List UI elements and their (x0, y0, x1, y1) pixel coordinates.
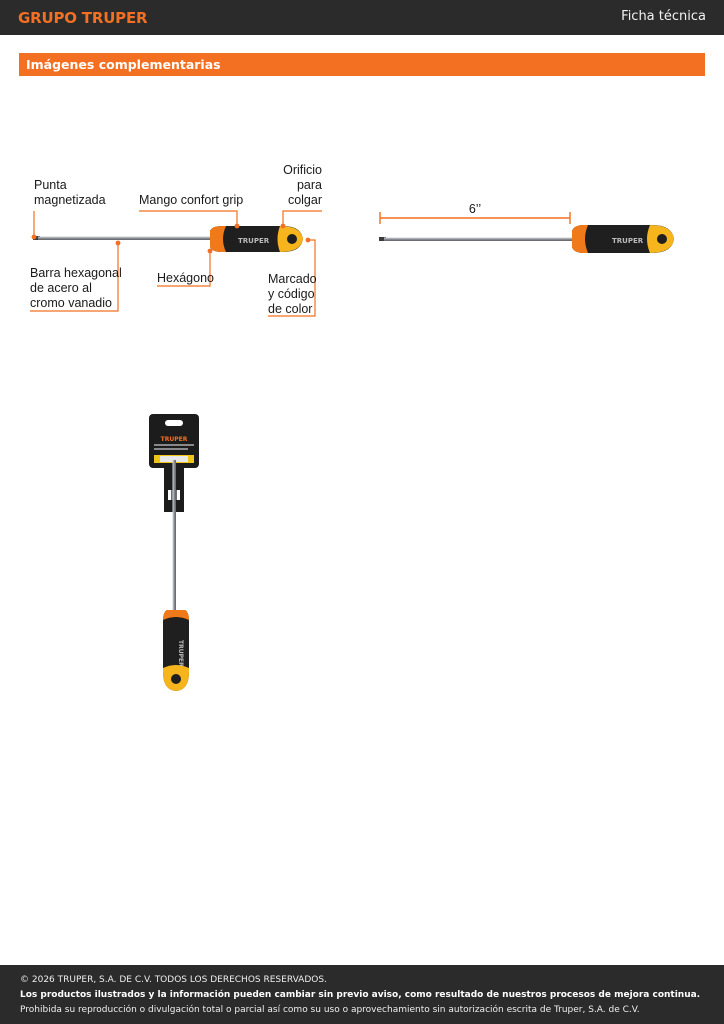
leader-mango (139, 210, 238, 226)
section-title: Imágenes complementarias (26, 57, 221, 72)
brand-logo: GRUPO TRUPER (18, 9, 148, 27)
label-orificio-3: colgar (288, 193, 322, 207)
leader-lines (30, 210, 322, 317)
dimension-label: 6’’ (469, 202, 481, 216)
footer-prohibition: Prohibida su reproducción o divulgación … (20, 1005, 640, 1015)
label-marcado-1: Marcado (268, 272, 317, 286)
dot-punta (31, 234, 37, 240)
label-barra-3: cromo vanadio (30, 296, 112, 310)
leader-orificio (282, 210, 322, 226)
screwdriver-shaft-2 (384, 237, 574, 241)
label-barra-2: de acero al (30, 281, 92, 295)
leader-marcado (268, 239, 316, 317)
package-text-line-1 (154, 444, 194, 446)
dot-barra (115, 240, 121, 246)
annotated-screwdriver: TRUPER (33, 226, 303, 252)
top-bar: GRUPO TRUPER Ficha técnica (0, 0, 724, 35)
label-punta-1: Punta (34, 178, 67, 192)
footer: © 2026 TRUPER, S.A. DE C.V. TODOS LOS DE… (0, 965, 724, 1024)
section-header: Imágenes complementarias (19, 53, 705, 76)
label-marcado-3: de color (268, 302, 312, 316)
dot-hexagono (207, 248, 213, 254)
screwdriver-tip-2 (379, 237, 386, 241)
package-brand: TRUPER (161, 436, 188, 443)
label-hexagono: Hexágono (157, 271, 214, 285)
hanging-hole-2 (657, 234, 667, 244)
leader-barra (30, 243, 119, 312)
label-barra-1: Barra hexagonal (30, 266, 122, 280)
label-orificio-1: Orificio (283, 163, 322, 177)
handle-brand-2: TRUPER (612, 237, 644, 245)
footer-notice: Los productos ilustrados y la informació… (20, 990, 701, 1000)
document-type: Ficha técnica (621, 9, 706, 24)
label-mango: Mango confort grip (139, 193, 243, 207)
dot-marcado (305, 237, 311, 243)
screwdriver-tip (33, 236, 40, 240)
label-punta-2: magnetizada (34, 193, 106, 207)
package-hang-hole (165, 420, 183, 426)
screwdriver-shaft-3 (172, 460, 176, 612)
packaged-screwdriver: TRUPER TRUPER (149, 414, 199, 691)
package-card (149, 414, 199, 468)
footer-copyright: © 2026 TRUPER, S.A. DE C.V. TODOS LOS DE… (20, 975, 327, 985)
handle-brand-3: TRUPER (177, 640, 184, 667)
handle-orange-grip-2 (572, 225, 588, 253)
handle-orange-grip-3 (163, 610, 189, 620)
handle-brand: TRUPER (238, 237, 270, 245)
screwdriver-shaft (38, 236, 212, 240)
leader-hexagono (157, 251, 211, 287)
dot-mango (234, 223, 240, 229)
label-marcado-2: y código (268, 287, 315, 301)
package-text-line-2 (154, 448, 188, 450)
dot-orificio (280, 223, 286, 229)
hanging-hole (287, 234, 297, 244)
handle-orange-grip (210, 226, 226, 252)
hanging-hole-3 (171, 674, 181, 684)
dimension-screwdriver: 6’’ TRUPER (379, 202, 674, 253)
label-orificio-2: para (297, 178, 322, 192)
leader-dots (31, 223, 311, 254)
package-strip-detail (160, 456, 188, 462)
callout-labels: Punta magnetizada Mango confort grip Ori… (30, 163, 322, 316)
